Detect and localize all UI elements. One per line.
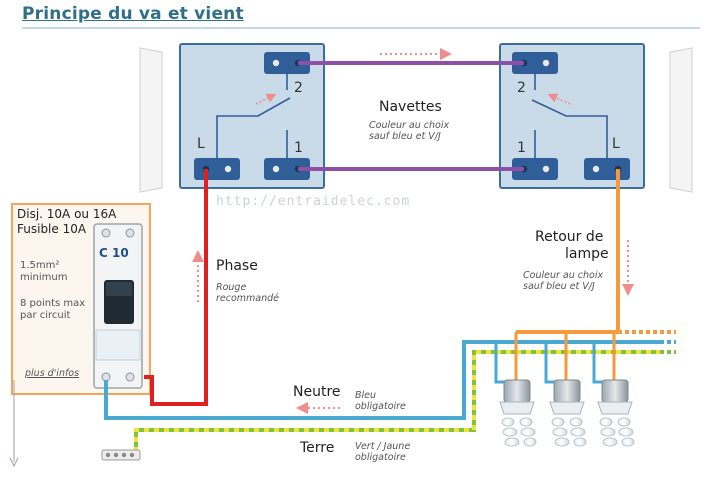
more-info-link[interactable]: plus d'infos: [25, 368, 80, 379]
phase-note-2: recommandé: [216, 293, 280, 304]
breaker-points-2: par circuit: [20, 310, 71, 321]
phase-title: Phase: [216, 258, 258, 274]
switch-right-terminal-1[interactable]: [512, 158, 558, 180]
terre-title: Terre: [300, 440, 335, 456]
switch-right: [499, 43, 645, 189]
retour-note-1: Couleur au choix: [523, 270, 604, 281]
neutre-note-2: obligatoire: [355, 401, 406, 412]
switch-left-terminal-1[interactable]: [264, 158, 310, 180]
breaker-rating: C 10: [99, 246, 129, 260]
navettes-title: Navettes: [379, 99, 442, 115]
watermark: http://entraidelec.com: [216, 194, 411, 209]
switch-right-label-2: 2: [517, 80, 526, 96]
breaker-section-1: 1.5mm²: [20, 260, 60, 271]
phase-wire: [144, 169, 208, 406]
switch-left-terminal-L[interactable]: [194, 158, 240, 180]
breaker-title-2: Fusible 10A: [17, 222, 87, 236]
switch-left: [179, 43, 325, 189]
bulb-3: [597, 379, 635, 447]
phase-note-1: Rouge: [216, 282, 247, 293]
navettes-note-1: Couleur au choix: [369, 120, 450, 131]
retour-title-2: lampe: [565, 246, 609, 262]
retour-note-2: sauf bleu et V/J: [523, 281, 595, 292]
switch-left-label-L: L: [197, 136, 205, 152]
switch-right-label-L: L: [612, 136, 620, 152]
neutre-note-1: Bleu: [355, 390, 377, 401]
ground-bar: [101, 449, 141, 461]
breaker-title-1: Disj. 10A ou 16A: [17, 207, 117, 221]
retour-title-1: Retour de: [535, 229, 604, 245]
page-title: Principe du va et vient: [22, 4, 244, 24]
neutre-title: Neutre: [293, 384, 341, 400]
neutre-wire: [104, 340, 660, 420]
terre-wire: [134, 350, 676, 452]
switch-left-label-2: 2: [294, 80, 303, 96]
wall-plate-left: [139, 47, 163, 193]
breaker-section-2: minimum: [20, 272, 68, 283]
switch-right-label-1: 1: [517, 140, 526, 156]
circuit-breaker: [93, 223, 143, 389]
wall-plate-right: [669, 47, 693, 193]
breaker-points-1: 8 points max: [20, 298, 86, 309]
switch-right-terminal-L[interactable]: [584, 158, 630, 180]
bulb-2: [549, 379, 587, 447]
terre-note-1: Vert / Jaune: [355, 441, 411, 452]
switch-right-terminal-2[interactable]: [512, 52, 558, 74]
lamp-drops: [494, 332, 616, 384]
switch-left-terminal-2[interactable]: [264, 52, 310, 74]
switch-left-label-1: 1: [294, 140, 303, 156]
bulb-1: [499, 379, 537, 447]
terre-note-2: obligatoire: [355, 452, 406, 463]
navettes-note-2: sauf bleu et V/J: [369, 131, 441, 142]
